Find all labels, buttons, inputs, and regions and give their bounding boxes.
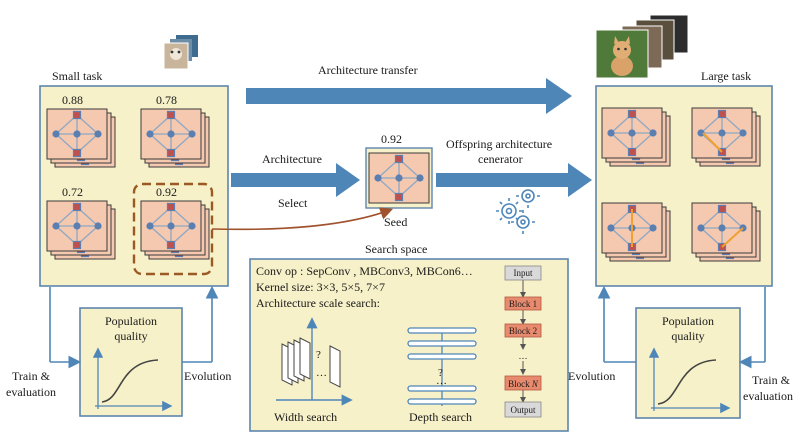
search-space-title: Search space xyxy=(365,242,427,256)
left-population-title-2: quality xyxy=(114,329,147,343)
depth-search-illustration xyxy=(407,327,477,406)
pipeline-label-block-1: Block 1 xyxy=(509,299,537,309)
right-train-label-2: evaluation xyxy=(743,389,793,403)
pipeline-label-ellipsis: … xyxy=(519,351,528,361)
left-evolution-label: Evolution xyxy=(184,369,231,383)
right-quality-curve xyxy=(648,347,731,414)
block-pipeline xyxy=(504,265,542,418)
arch-stack-1 xyxy=(47,109,115,167)
right-population-title-2: quality xyxy=(671,329,704,343)
seed-score: 0.92 xyxy=(381,132,402,146)
depth-question-mark: ? xyxy=(438,367,443,379)
large-arch-stack-1 xyxy=(602,108,670,166)
right-population-panel xyxy=(635,307,741,419)
pipeline-block-1 xyxy=(504,296,542,311)
pipeline-label-input: Input xyxy=(514,268,533,278)
left-population-title-1: Population xyxy=(105,314,157,328)
seed-selection-arrow xyxy=(211,207,394,231)
offspring-label-line2: cenerator xyxy=(478,152,523,166)
left-train-label-2: evaluation xyxy=(6,385,56,399)
conv-op-text: Conv op : SepConv , MBConv3, MBCon6… xyxy=(256,264,473,278)
right-population-title-1: Population xyxy=(662,314,714,328)
architecture-label: Architecture xyxy=(262,152,322,166)
gears-icon xyxy=(496,184,540,234)
pipeline-block-2 xyxy=(504,323,542,338)
select-label: Select xyxy=(278,196,308,210)
offspring-label-line1: Offspring architecture xyxy=(446,137,552,151)
arch-stack-2 xyxy=(141,109,209,167)
width-search-illustration xyxy=(276,317,353,406)
right-evolution-label: Evolution xyxy=(568,369,615,383)
seed-label: Seed xyxy=(384,215,407,229)
depth-search-label: Depth search xyxy=(409,410,472,424)
mutation-edge-1 xyxy=(702,132,723,153)
score-label-3: 0.72 xyxy=(62,185,83,199)
selected-arch-dashed-box xyxy=(132,182,214,276)
right-train-label-1: Train & xyxy=(752,373,791,387)
small-task-thumbnails xyxy=(163,35,198,70)
large-task-thumbnails xyxy=(595,14,689,79)
score-label-1: 0.88 xyxy=(62,93,83,107)
arch-stack-3 xyxy=(47,201,115,259)
width-question-mark: ? xyxy=(316,349,321,361)
pipeline-label-output: Output xyxy=(510,405,536,415)
depth-ellipsis: … xyxy=(436,375,447,387)
score-label-4: 0.92 xyxy=(156,185,177,199)
score-label-2: 0.78 xyxy=(156,93,177,107)
seed-arch-card xyxy=(368,152,430,204)
mutation-edge-3 xyxy=(721,227,744,248)
large-arch-stack-4 xyxy=(692,203,760,261)
large-arch-stack-3 xyxy=(602,203,670,261)
scale-search-text: Architecture scale search: xyxy=(256,296,380,310)
kernel-size-text: Kernel size: 3×3, 5×5, 7×7 xyxy=(256,280,385,294)
left-train-label-1: Train & xyxy=(12,369,51,383)
select-arrow xyxy=(231,163,360,197)
width-ellipsis: … xyxy=(316,367,327,379)
architecture-transfer-label: Architecture transfer xyxy=(318,63,418,77)
pipeline-input-block xyxy=(504,265,542,281)
small-task-label: Small task xyxy=(52,69,102,83)
large-task-label: Large task xyxy=(701,69,751,83)
pipeline-label-block-2: Block 2 xyxy=(509,326,537,336)
offspring-arrow xyxy=(436,163,592,197)
pipeline-output-block xyxy=(504,401,542,418)
large-arch-stack-2 xyxy=(692,108,760,166)
width-search-label: Width search xyxy=(274,410,337,424)
pipeline-label-block-n: Block N xyxy=(508,379,539,389)
arch-stack-4 xyxy=(141,201,209,259)
pipeline-block-n xyxy=(504,375,542,391)
architecture-transfer-arrow xyxy=(246,78,572,114)
left-quality-curve xyxy=(92,347,173,412)
